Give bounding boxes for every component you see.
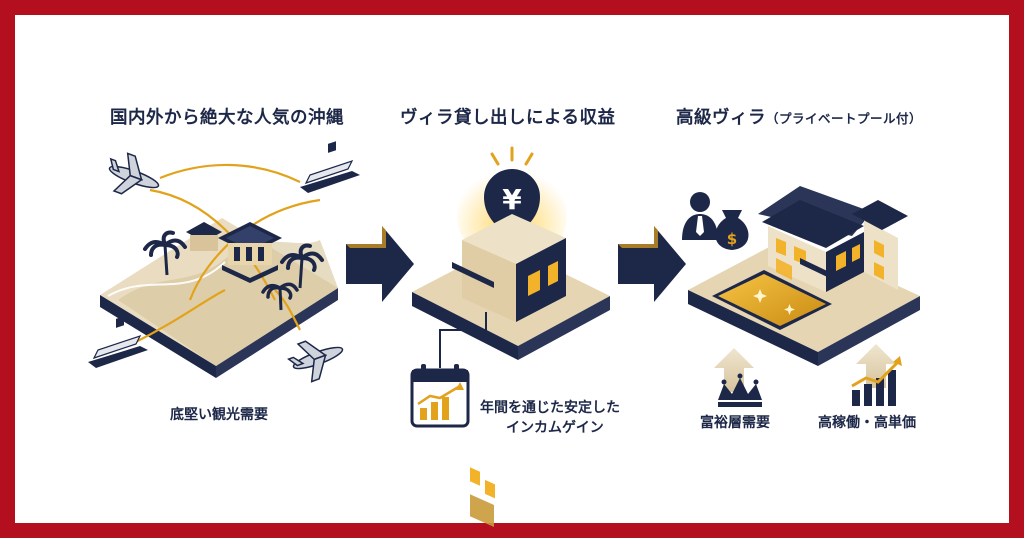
temple-building [186,222,282,283]
panel-3-caption-right: 高稼働・高単価 [818,415,916,431]
panel-2-caption-line1: 年間を通じた安定した [480,400,620,416]
yen-symbol: ¥ [502,183,522,216]
dollar-symbol: $ [727,230,737,248]
right-arrow-icon [346,226,414,302]
panel-3-title-note: （プライベートプール付） [766,111,923,126]
right-arrow-icon [618,226,686,302]
connector-line [439,312,487,368]
panel-2-caption-line2: インカムゲイン [506,420,604,436]
panel-3-caption-left: 富裕層需要 [700,415,770,431]
up-arrow-icon [714,348,754,392]
money-bag-icon: $ [715,210,749,250]
panel-3-title: 高級ヴィラ（プライベートプール付） [676,104,922,129]
panel-2-caption: 年間を通じた安定した インカムゲイン [480,398,620,438]
airplane-icon [108,152,344,383]
cruise-ship-icon [88,141,360,368]
crown-icon [718,373,762,407]
light-rays [490,146,534,166]
panel-1-title: 国内外から絶大な人気の沖縄 [110,108,344,128]
villa-building-3 [758,186,908,292]
villa-building-2 [452,214,566,527]
travel-routes [129,163,321,346]
businessman-icon [682,192,718,240]
growth-chart-icon [851,356,902,406]
panel-3-title-main: 高級ヴィラ [676,108,766,128]
palm-tree-icon [143,230,324,311]
private-pool [712,270,832,330]
calendar-chart-icon [410,364,470,428]
panel-2-title: ヴィラ貸し出しによる収益 [400,108,616,128]
panel-1-caption: 底堅い観光需要 [170,407,268,423]
